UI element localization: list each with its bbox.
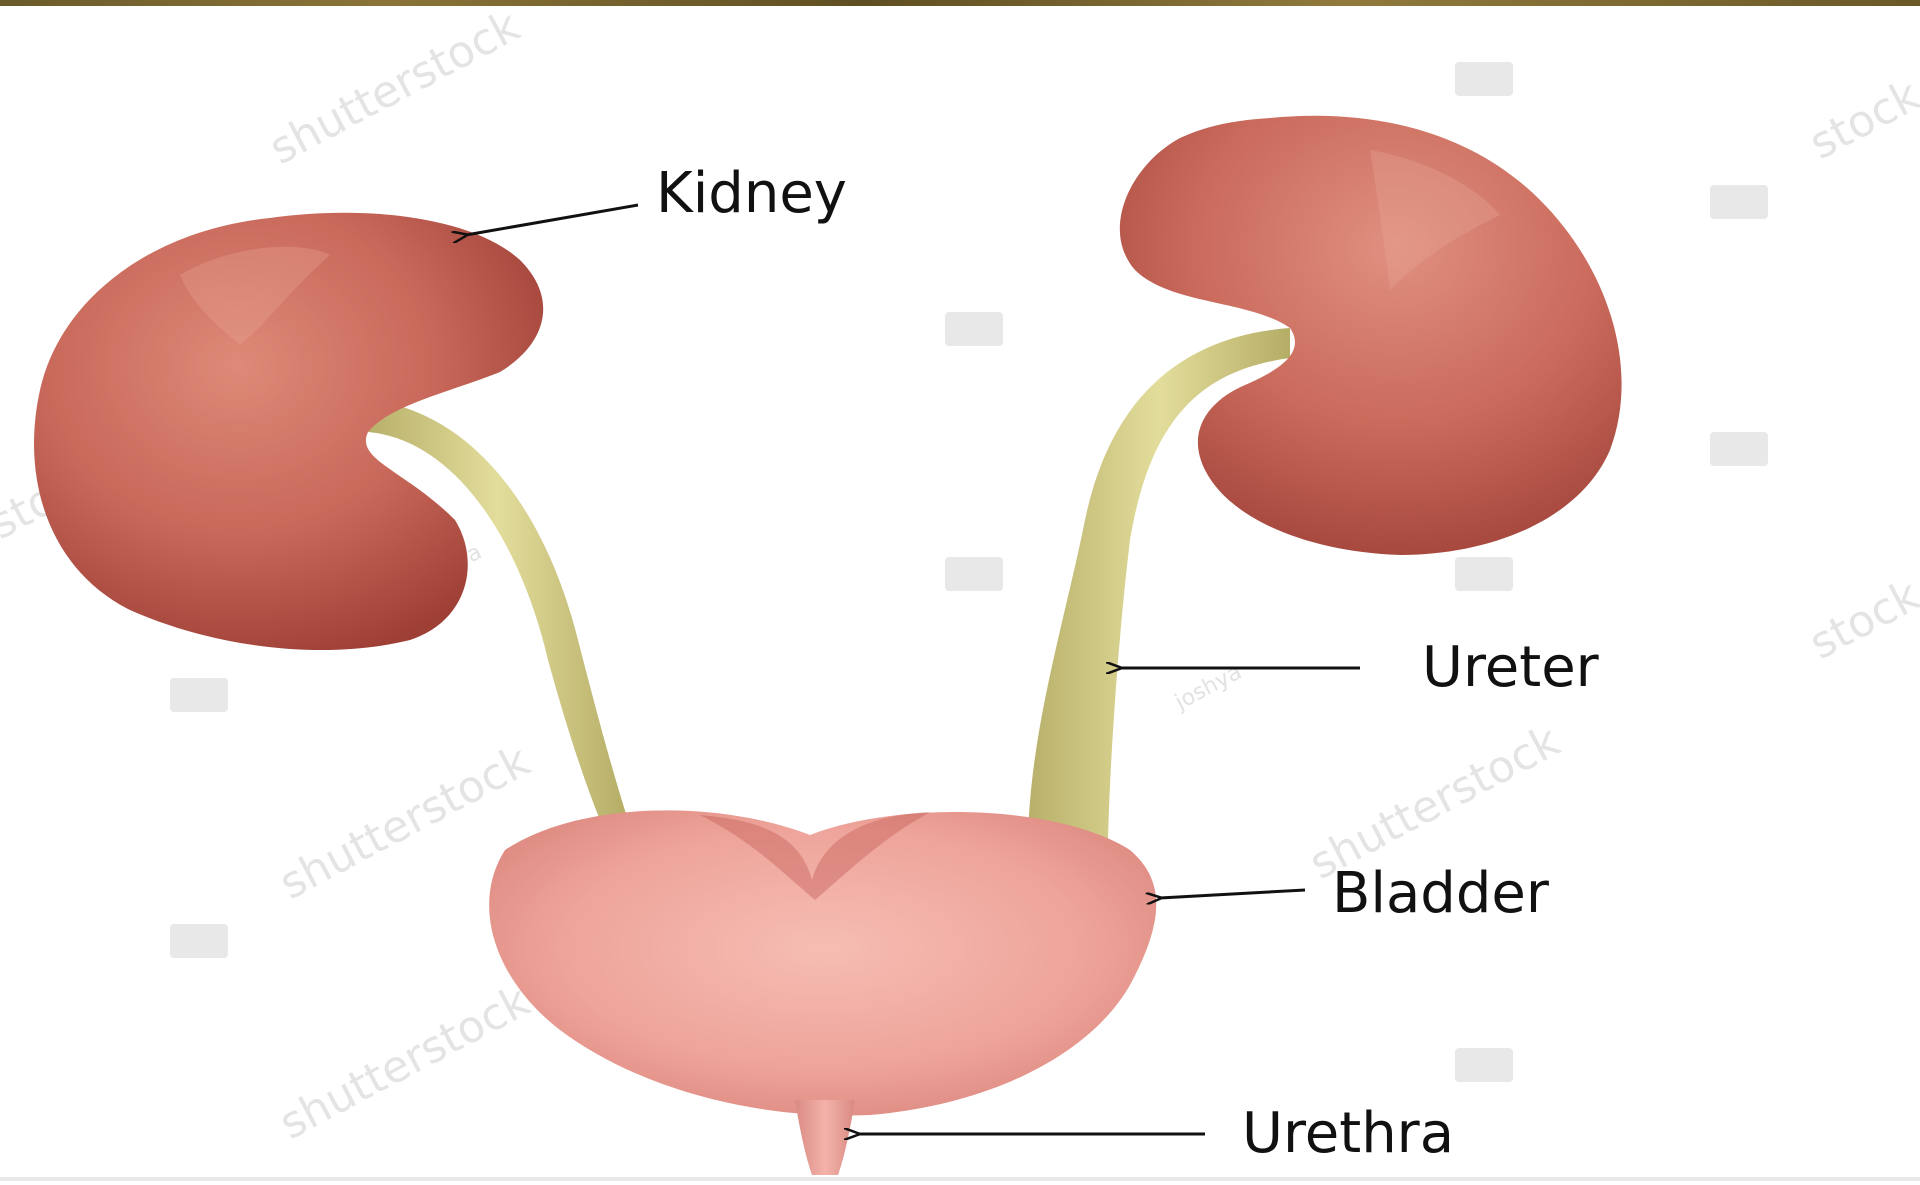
- bladder: [489, 810, 1156, 1115]
- watermark-text: stock: [1801, 70, 1920, 170]
- bladder-label: Bladder: [1332, 861, 1550, 926]
- ureter-label: Ureter: [1422, 635, 1600, 700]
- top-image-strip: [0, 0, 1920, 6]
- bottom-image-strip: [0, 1177, 1920, 1181]
- watermark-text: shutterstock: [271, 975, 538, 1149]
- bladder-pointer-arrow: [1160, 890, 1305, 898]
- watermark-text: stock: [1801, 570, 1920, 670]
- urethra-label: Urethra: [1242, 1101, 1454, 1166]
- urethra: [795, 1100, 855, 1175]
- right-kidney: [1120, 116, 1622, 555]
- kidney-label: Kidney: [656, 161, 847, 226]
- watermark-text: shutterstock: [261, 0, 528, 174]
- kidney-pointer-arrow: [466, 205, 638, 235]
